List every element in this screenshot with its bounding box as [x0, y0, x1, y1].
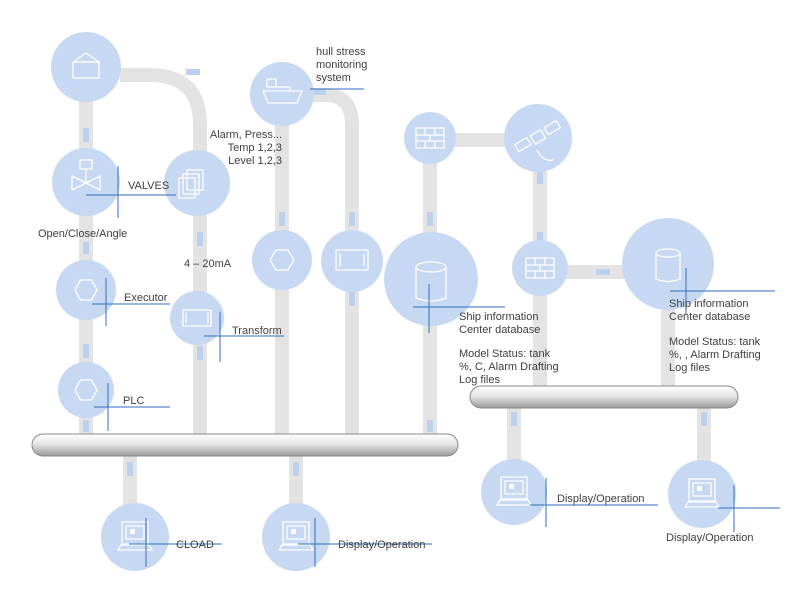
hexagon-icon — [74, 279, 98, 301]
display-label-3: Display/Operation — [666, 532, 754, 544]
executor-label: Executor — [124, 292, 168, 304]
cload-computer-node[interactable] — [101, 503, 169, 571]
document-stack-icon — [178, 169, 204, 199]
ship-info-label-1: Ship information Center database — [459, 311, 541, 336]
valves-label: VALVES — [128, 180, 170, 192]
cload-label: CLOAD — [176, 539, 214, 551]
tank-node[interactable] — [51, 32, 121, 102]
valve-icon — [71, 159, 101, 191]
plc-node[interactable] — [58, 362, 114, 418]
hexagon-icon — [74, 379, 98, 401]
ship-node[interactable] — [250, 62, 314, 126]
main-bus — [31, 433, 459, 457]
display-label-1: Display/Operation — [338, 539, 426, 551]
display-label-2: Display/Operation — [557, 493, 645, 505]
pipe-tank-to-bus — [120, 68, 207, 438]
transformer-icon — [182, 309, 212, 327]
tank-icon — [72, 52, 100, 79]
computer-icon — [684, 478, 720, 508]
firewall-node-lower[interactable] — [512, 240, 568, 296]
display-computer-node-1[interactable] — [262, 503, 330, 571]
computer-icon — [496, 476, 532, 506]
display-computer-node-3[interactable] — [668, 460, 736, 528]
model-status-label-2: Model Status: tank %, , Alarm Drafting L… — [669, 336, 761, 374]
transformer-icon — [335, 249, 369, 271]
transform-label: Transform — [232, 325, 282, 337]
valve-node[interactable] — [52, 148, 120, 216]
satellite-node[interactable] — [504, 104, 572, 172]
callout-lines — [86, 88, 780, 567]
document-stack-node[interactable] — [164, 150, 230, 216]
hull-stress-label: hull stress monitoring system — [316, 46, 368, 84]
plc-label: PLC — [123, 395, 145, 407]
current-range-label: 4 – 20mA — [184, 258, 232, 270]
database-icon — [415, 261, 447, 302]
transform-node[interactable] — [170, 291, 224, 345]
alarm-label: Alarm, Press... Temp 1,2,3 Level 1,2,3 — [209, 129, 282, 167]
connector-ticks — [83, 69, 707, 476]
ship-database-node-2[interactable] — [622, 218, 714, 310]
pipe-hull-stress — [312, 88, 359, 438]
executor-node[interactable] — [56, 260, 116, 320]
display-computer-node-2[interactable] — [481, 459, 547, 525]
ship-icon — [262, 78, 303, 104]
sensor-hexagon-node[interactable] — [252, 230, 312, 290]
open-close-label: Open/Close/Angle — [38, 228, 128, 240]
firewall-icon — [415, 127, 445, 149]
model-status-label-1: Model Status: tank %, C, Alarm Drafting … — [459, 348, 559, 386]
secondary-bus — [469, 385, 739, 409]
converter-node[interactable] — [321, 230, 383, 292]
ship-database-node-1[interactable] — [384, 232, 478, 326]
database-icon — [655, 248, 681, 283]
hexagon-icon — [269, 249, 295, 271]
satellite-icon — [514, 120, 561, 161]
firewall-node-top[interactable] — [404, 112, 456, 164]
ship-info-label-2: Ship information Center database — [669, 298, 751, 323]
firewall-icon — [525, 257, 555, 279]
computer-icon — [278, 521, 314, 551]
